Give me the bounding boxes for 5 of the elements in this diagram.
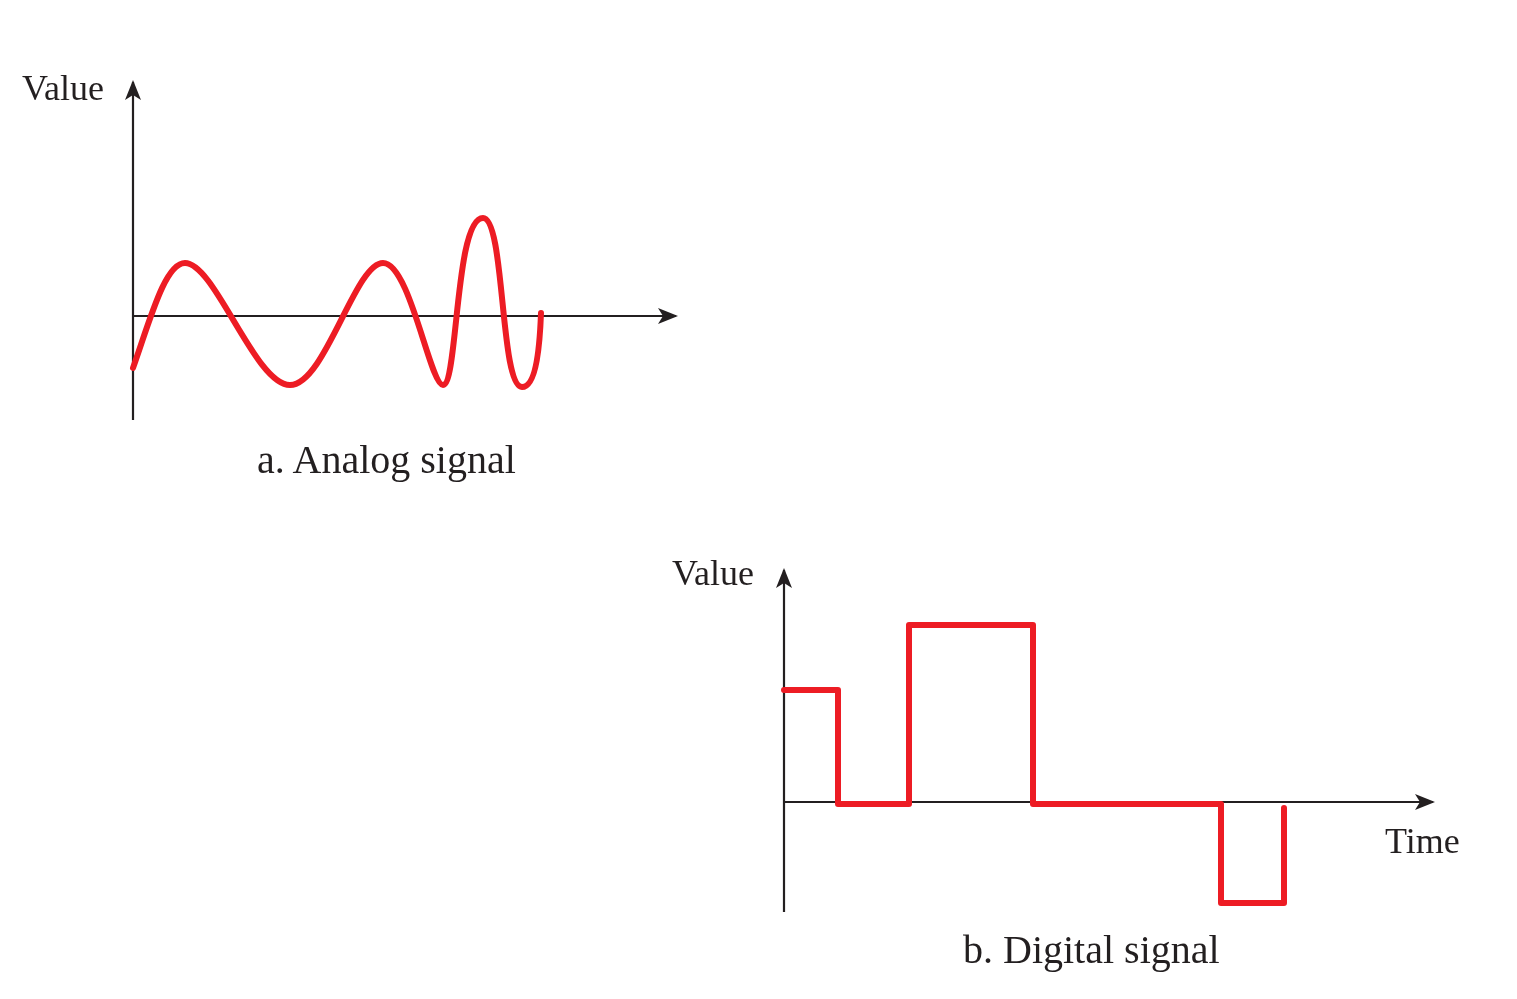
figure-caption: a. Analog signal <box>257 440 516 480</box>
axis-label: Value <box>22 70 104 106</box>
axis-label: Time <box>1385 823 1460 859</box>
figure-caption: b. Digital signal <box>963 930 1220 970</box>
axis-label: Value <box>672 555 754 591</box>
